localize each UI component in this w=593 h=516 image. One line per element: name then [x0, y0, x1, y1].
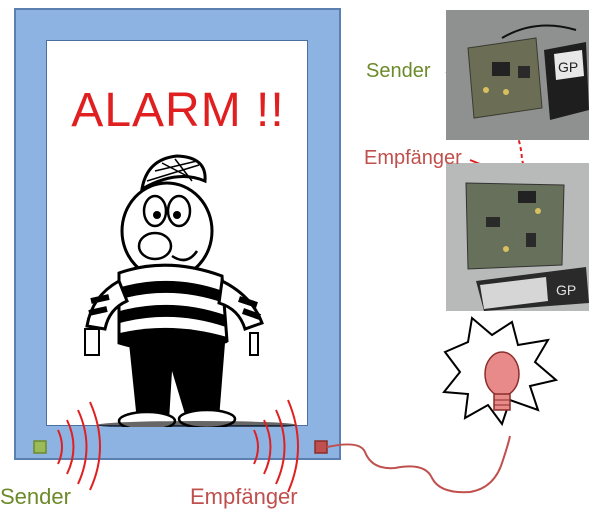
- sender-top-label: Sender: [366, 60, 431, 82]
- alarm-poster: ALARM !!: [46, 40, 308, 427]
- door-frame: ALARM !!: [14, 8, 341, 460]
- svg-text:GP: GP: [556, 282, 576, 298]
- svg-text:GP: GP: [558, 59, 578, 75]
- alarm-title: ALARM !!: [71, 84, 285, 137]
- sender-bottom-label: Sender: [0, 484, 71, 509]
- receiver-circuit-photo: GP: [446, 163, 589, 311]
- robber-illustration: [84, 154, 297, 427]
- wire: [326, 435, 511, 494]
- receiver-top-label: Empfänger: [364, 147, 462, 169]
- sender-circuit-photo: GP: [446, 10, 589, 140]
- light-bulb-icon: [442, 316, 559, 427]
- receiver-bottom-label: Empfänger: [190, 484, 298, 509]
